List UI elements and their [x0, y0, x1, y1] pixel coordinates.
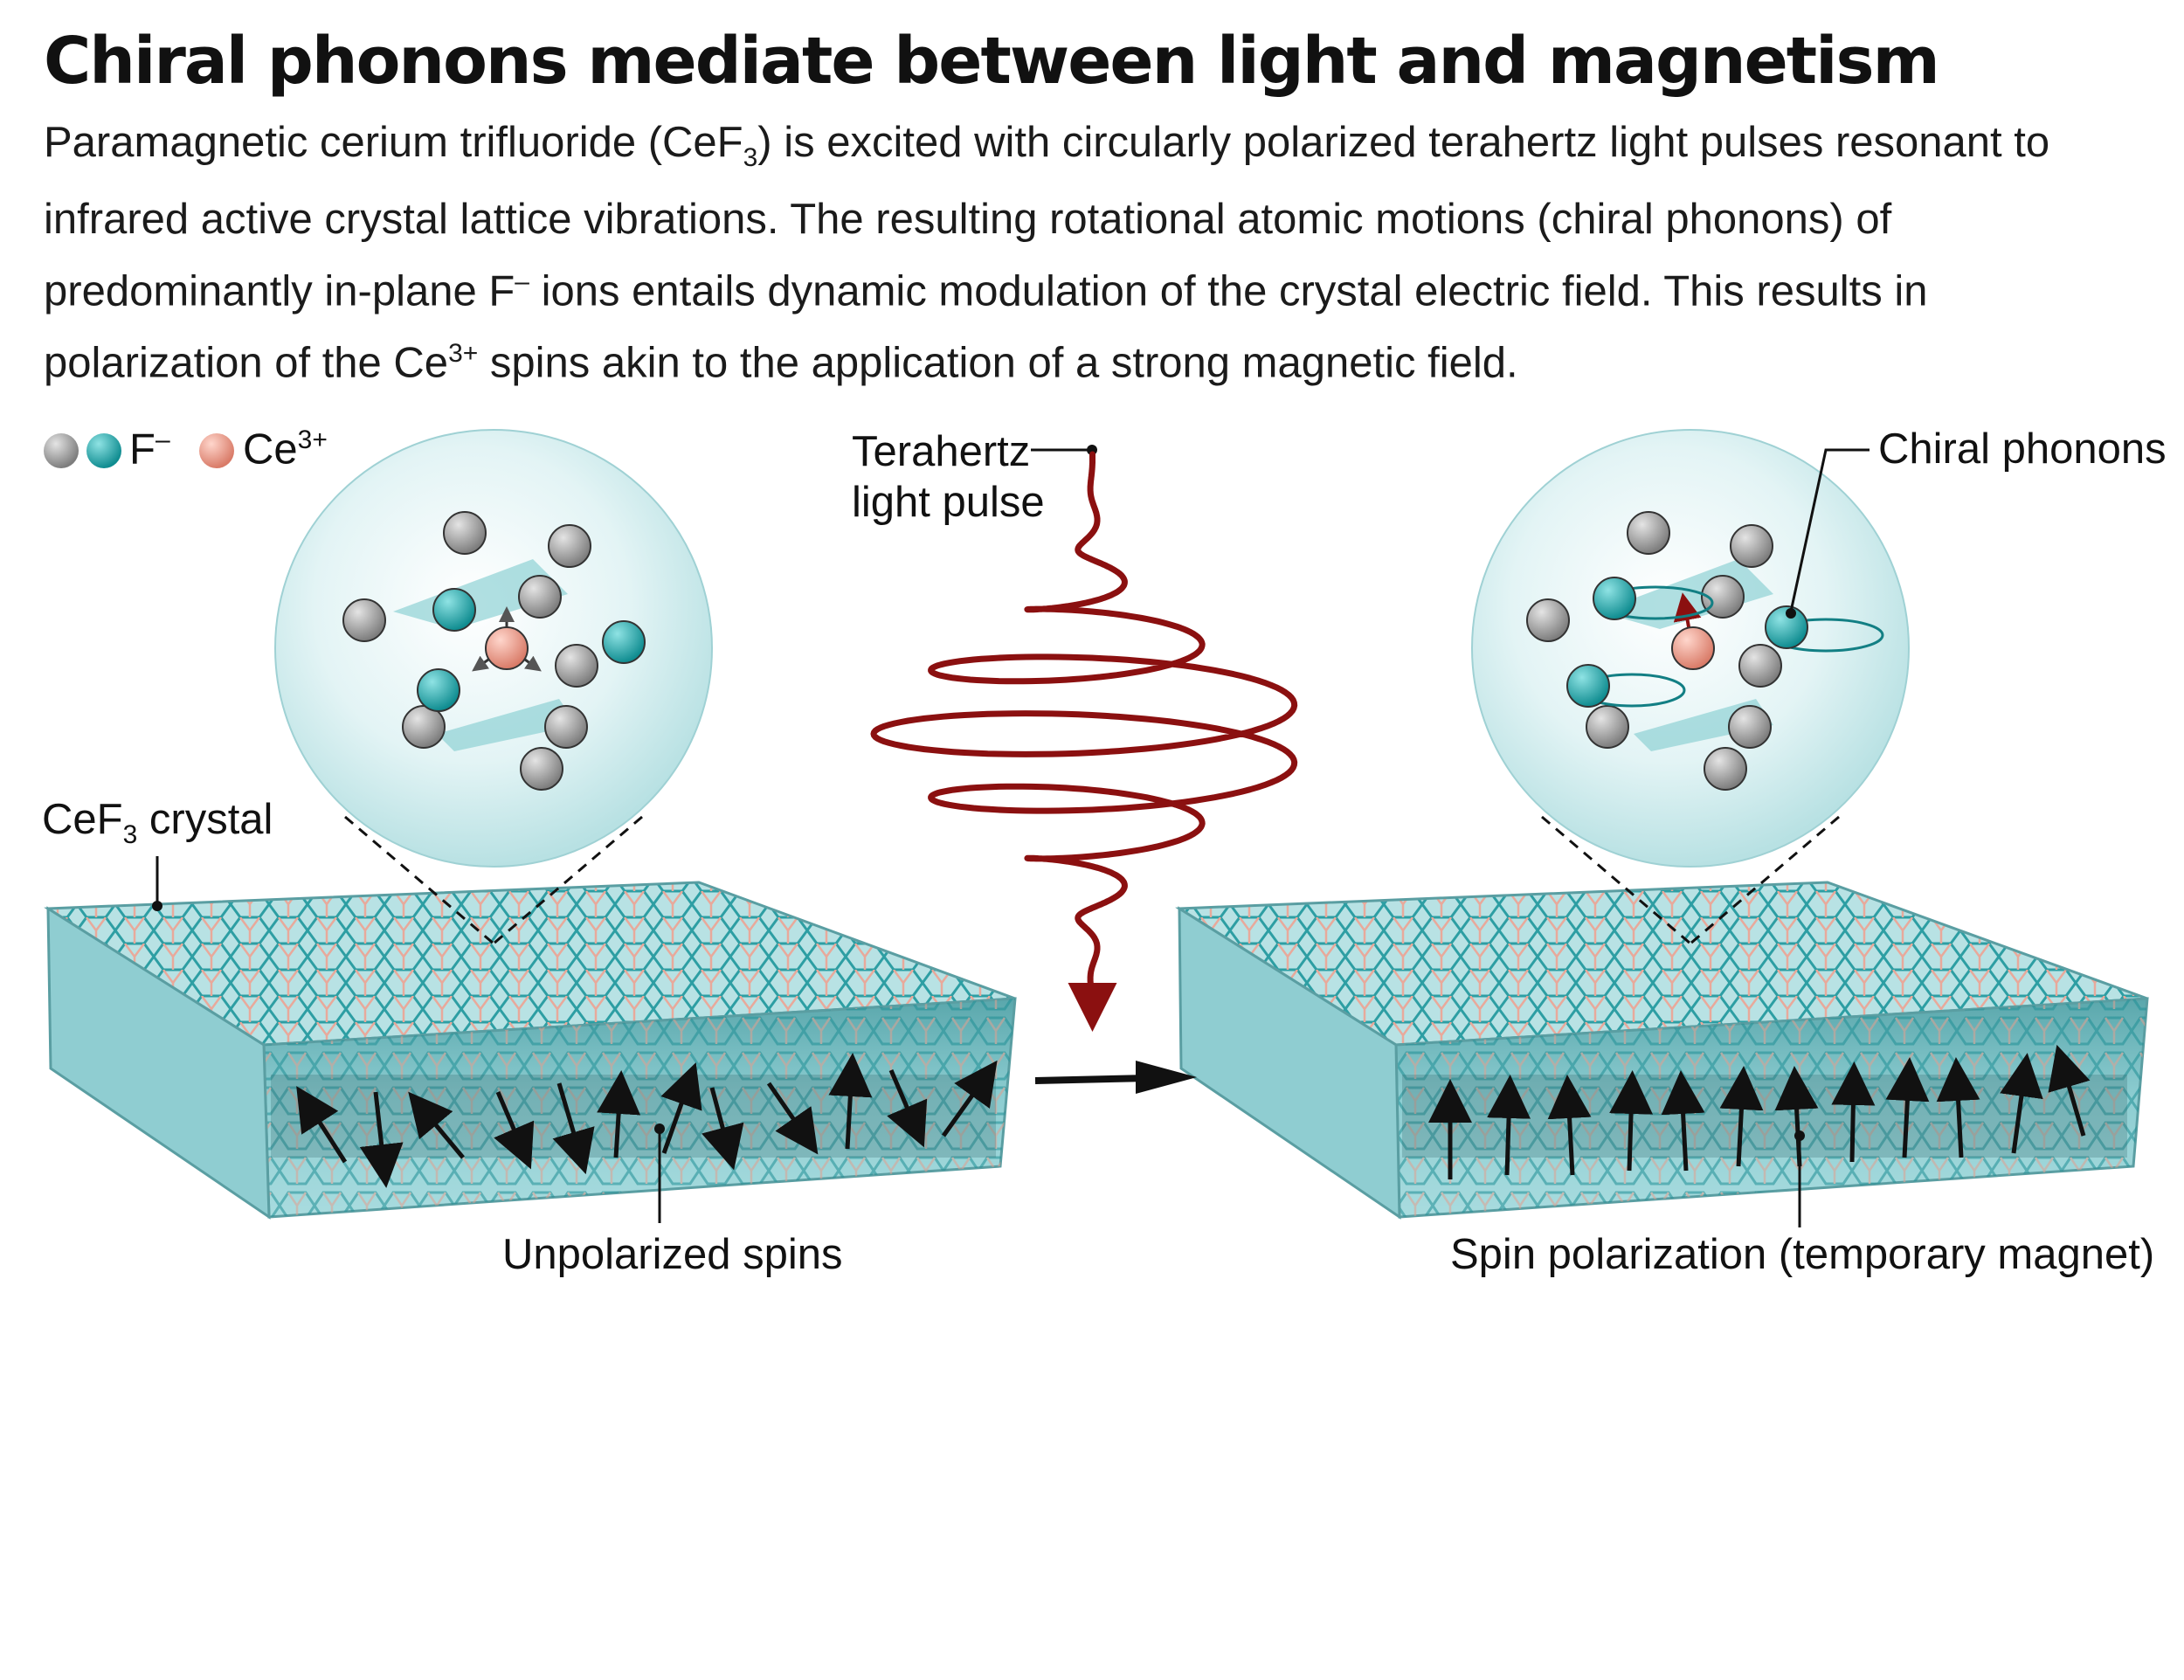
crystal-label: CeF3 crystal	[42, 796, 273, 849]
terahertz-pulse	[870, 445, 1298, 1032]
figure-title: Chiral phonons mediate between light and…	[44, 24, 1940, 99]
legend-ce-label: Ce3+	[243, 425, 328, 474]
polarized-spin-arrows	[1428, 1044, 2091, 1179]
right-magnified-bubble	[1471, 429, 1910, 945]
figure-description: Paramagnetic cerium trifluoride (CeF3) i…	[44, 119, 2050, 387]
legend-gray-f-ion	[44, 433, 79, 468]
left-magnified-bubble	[274, 429, 713, 945]
diagram-artwork	[44, 429, 2149, 1227]
chiral-phonons-label: Chiral phonons	[1878, 425, 2167, 473]
legend-teal-f-ion	[86, 433, 121, 468]
spin-polarization-label: Spin polarization (temporary magnet)	[1450, 1231, 2155, 1278]
right-crystal	[1175, 881, 2149, 1220]
unpolarized-spins-label: Unpolarized spins	[502, 1231, 843, 1278]
legend	[44, 433, 234, 468]
right-arrow-icon	[1034, 1061, 1197, 1094]
unpolarized-spin-arrows	[296, 1053, 998, 1188]
left-crystal	[44, 881, 1017, 1220]
leader-lines	[156, 856, 1801, 1227]
legend-ce-ion	[199, 433, 234, 468]
legend-f-label: F–	[129, 425, 170, 474]
terahertz-label: Terahertz light pulse	[852, 428, 1045, 526]
